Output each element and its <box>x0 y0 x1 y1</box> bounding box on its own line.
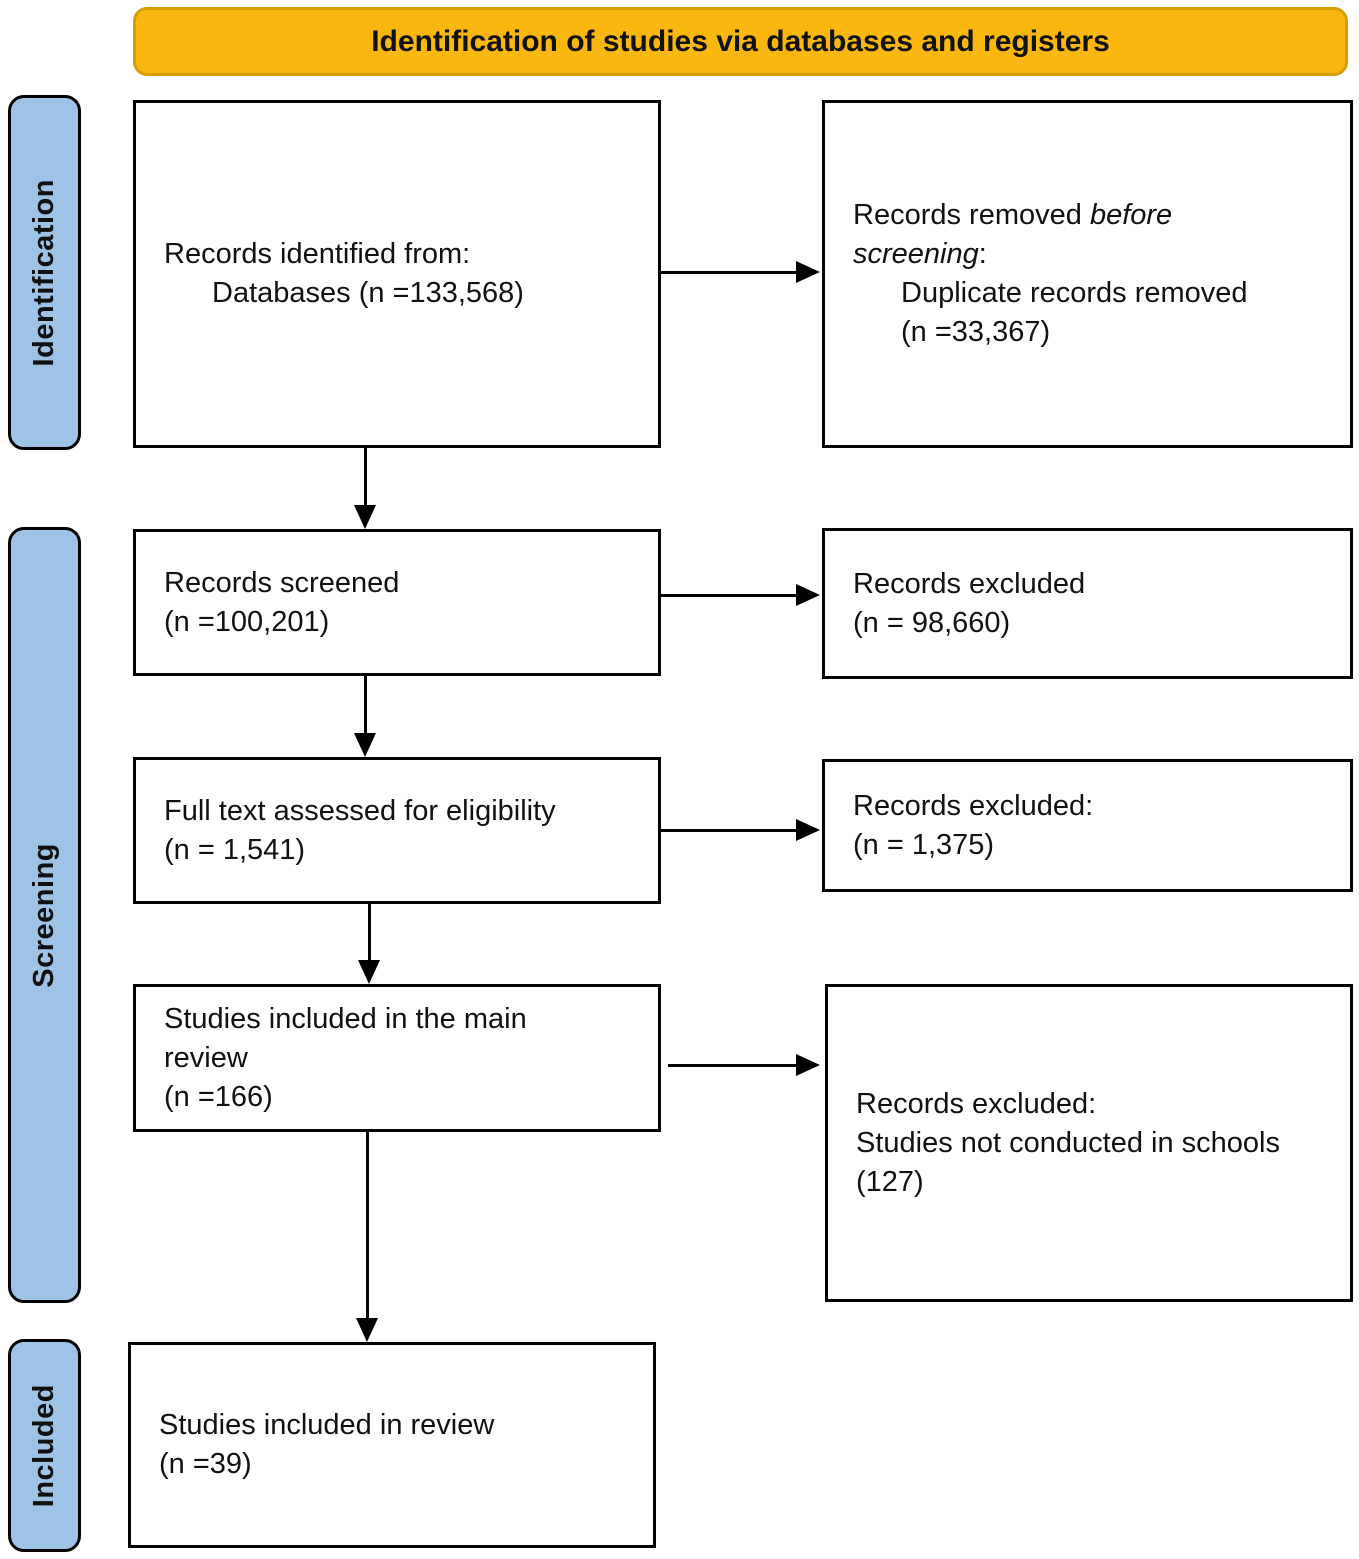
box-text-line: (127) <box>856 1165 924 1198</box>
box-text-line: (n = 1,541) <box>164 833 306 866</box>
stage-label-screening-text: Screening <box>28 842 60 988</box>
box-text-line: (n = 1,375) <box>853 828 995 861</box>
arrow-head <box>354 505 376 529</box>
box-text-line: Studies included in review <box>159 1409 495 1441</box>
box-records-excluded-screening: Records excluded (n = 98,660) <box>822 528 1353 679</box>
box-full-text-assessed: Full text assessed for eligibility (n = … <box>133 757 661 904</box>
box-text-line: Records screened <box>164 566 400 599</box>
box-text-line: Records excluded: <box>856 1087 1097 1120</box>
box-text-line: Full text assessed for eligibility <box>164 794 556 827</box>
box-text-line: Databases (n =133,568) <box>212 277 524 309</box>
box-text-line: (n =100,201) <box>164 605 330 638</box>
arrow-shaft <box>364 448 367 505</box>
arrow-head <box>796 584 820 606</box>
arrow-head <box>796 819 820 841</box>
box-records-identified: Records identified from: Databases (n =1… <box>133 100 661 448</box>
box-text-line: (n =33,367) <box>901 316 1051 348</box>
box-records-removed: Records removed before screening: Duplic… <box>822 100 1353 448</box>
arrow-shaft <box>364 676 367 733</box>
arrow-head <box>796 261 820 283</box>
stage-label-identification-text: Identification <box>28 178 60 367</box>
banner-title-text: Identification of studies via databases … <box>371 24 1110 58</box>
banner-title: Identification of studies via databases … <box>133 7 1348 76</box>
box-studies-included-review: Studies included in review (n =39) <box>128 1342 656 1548</box>
stage-label-identification: Identification <box>8 95 81 450</box>
box-records-screened: Records screened (n =100,201) <box>133 529 661 676</box>
box-records-excluded-schools: Records excluded: Studies not conducted … <box>825 984 1353 1302</box>
box-text-line: Duplicate records removed <box>901 277 1248 309</box>
box-text-line: Records removed before <box>853 199 1173 231</box>
arrow-head <box>358 960 380 984</box>
box-text-line: Studies included in the main <box>164 1002 527 1035</box>
arrow-shaft <box>368 904 371 960</box>
arrow-head <box>354 733 376 757</box>
arrow-shaft <box>668 1064 798 1067</box>
stage-label-included: Included <box>8 1339 81 1552</box>
box-records-excluded-fulltext: Records excluded: (n = 1,375) <box>822 759 1353 892</box>
arrow-shaft <box>661 829 797 832</box>
box-text-line: Records identified from: <box>164 238 471 270</box>
arrow-shaft <box>366 1132 369 1318</box>
stage-label-included-text: Included <box>28 1383 60 1508</box>
arrow-head <box>796 1054 820 1076</box>
arrow-shaft <box>661 594 797 597</box>
arrow-head <box>356 1318 378 1342</box>
box-text-line: Records excluded: <box>853 789 1094 822</box>
arrow-shaft <box>661 271 797 274</box>
stage-label-screening: Screening <box>8 527 81 1303</box>
box-text-line: Records excluded <box>853 567 1086 600</box>
box-text-line: (n = 98,660) <box>853 606 1011 639</box>
box-text-line: review <box>164 1041 248 1074</box>
box-text-line: screening: <box>853 238 987 270</box>
box-text-line: (n =166) <box>164 1080 273 1113</box>
box-text-line: (n =39) <box>159 1448 252 1480</box>
box-studies-main-review: Studies included in the main review (n =… <box>133 984 661 1132</box>
box-text-line: Studies not conducted in schools <box>856 1126 1280 1159</box>
